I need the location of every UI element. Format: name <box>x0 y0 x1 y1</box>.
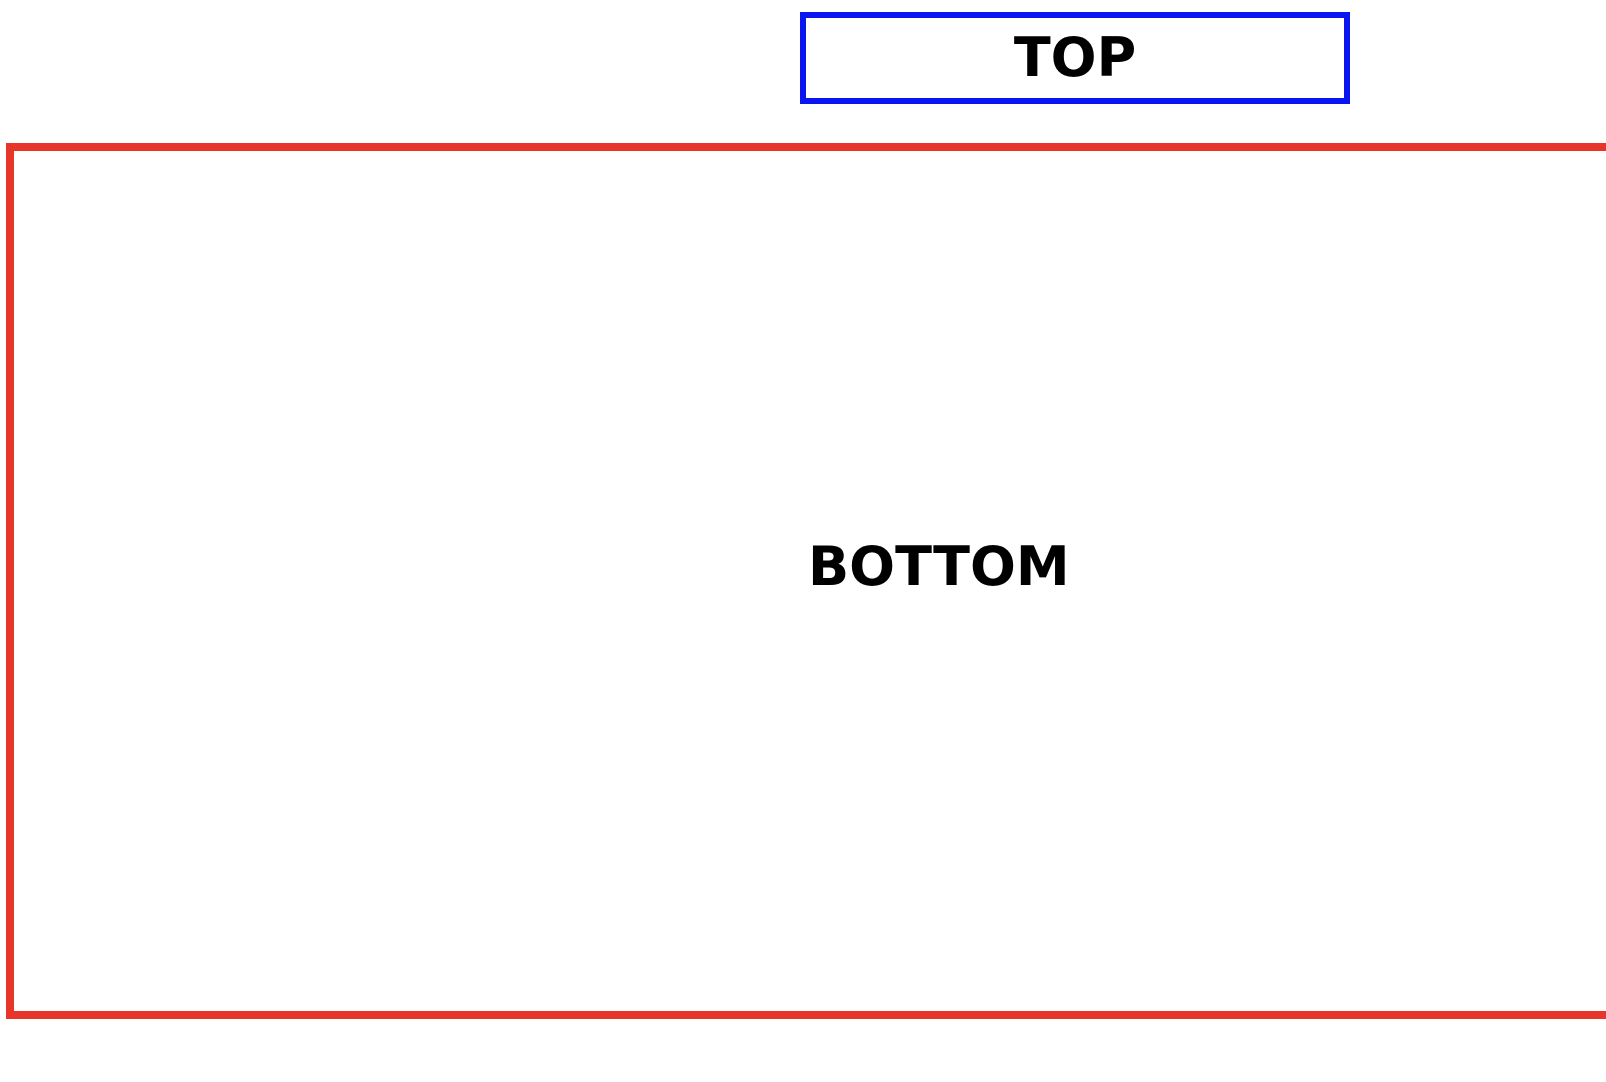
bottom-panel <box>6 143 1606 1019</box>
top-panel: TOP <box>800 12 1350 104</box>
bottom-panel-label: BOTTOM <box>808 535 1070 598</box>
top-panel-label: TOP <box>1013 26 1137 89</box>
